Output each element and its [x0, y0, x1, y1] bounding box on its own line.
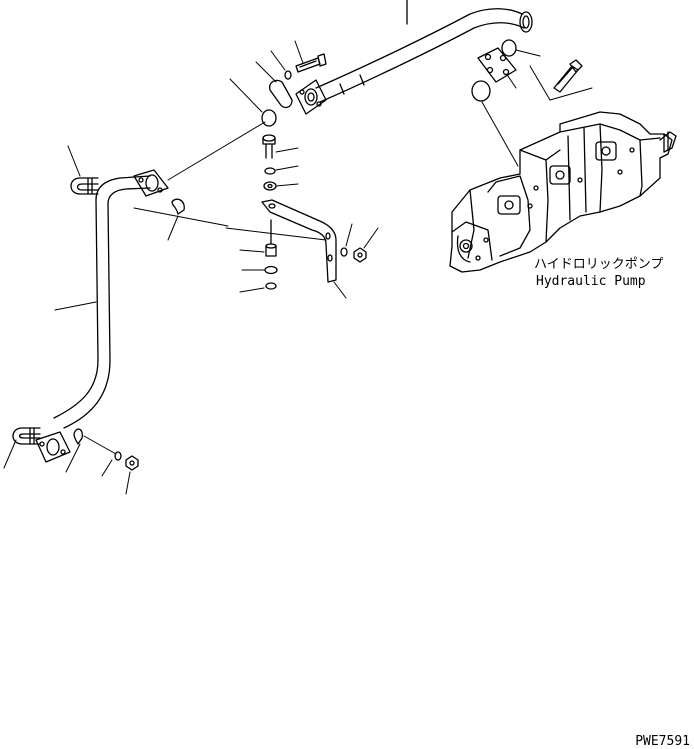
pipe-clamp	[171, 198, 185, 215]
leaders-mid	[275, 147, 299, 187]
washer-bottom	[114, 451, 122, 461]
spacer	[265, 219, 277, 257]
nut-bottom	[125, 455, 139, 471]
hydraulic-pump	[449, 111, 677, 273]
washer-low-2	[265, 282, 277, 290]
upper-pipe-flange	[295, 79, 327, 115]
long-pipe-flange-top	[133, 169, 169, 197]
split-flange-half	[269, 79, 293, 109]
leaders-right	[345, 223, 379, 249]
pump-label-en: Hydraulic Pump	[536, 274, 646, 289]
o-ring-pump-side	[471, 80, 491, 102]
washer-right	[340, 247, 348, 257]
u-bolt-bottom	[12, 427, 41, 445]
leaders-pump	[481, 49, 593, 167]
nut-right	[353, 247, 367, 263]
o-ring-pump-top	[501, 39, 517, 57]
pump-label-jp: ハイドロリックポンプ	[534, 257, 663, 272]
bolt-top	[295, 53, 327, 73]
pump-bolt	[553, 59, 583, 93]
washer-mid-1	[264, 167, 276, 175]
bolt-middle	[262, 134, 276, 159]
long-pipe	[53, 175, 151, 429]
leaders-bottom	[101, 459, 131, 495]
u-bolt-top	[70, 177, 99, 195]
o-ring-top	[261, 109, 277, 127]
washer-top	[284, 70, 292, 80]
leaders-low	[239, 249, 265, 293]
upper-pipe	[315, 0, 533, 103]
nut-mid	[263, 181, 277, 191]
washer-low-1	[264, 265, 278, 275]
pump-flange	[477, 47, 517, 83]
bracket	[261, 199, 337, 283]
leaders-top	[229, 40, 304, 113]
lower-flange	[35, 431, 71, 463]
lower-clamp	[73, 428, 83, 445]
drawing-code: PWE7591	[635, 734, 690, 749]
